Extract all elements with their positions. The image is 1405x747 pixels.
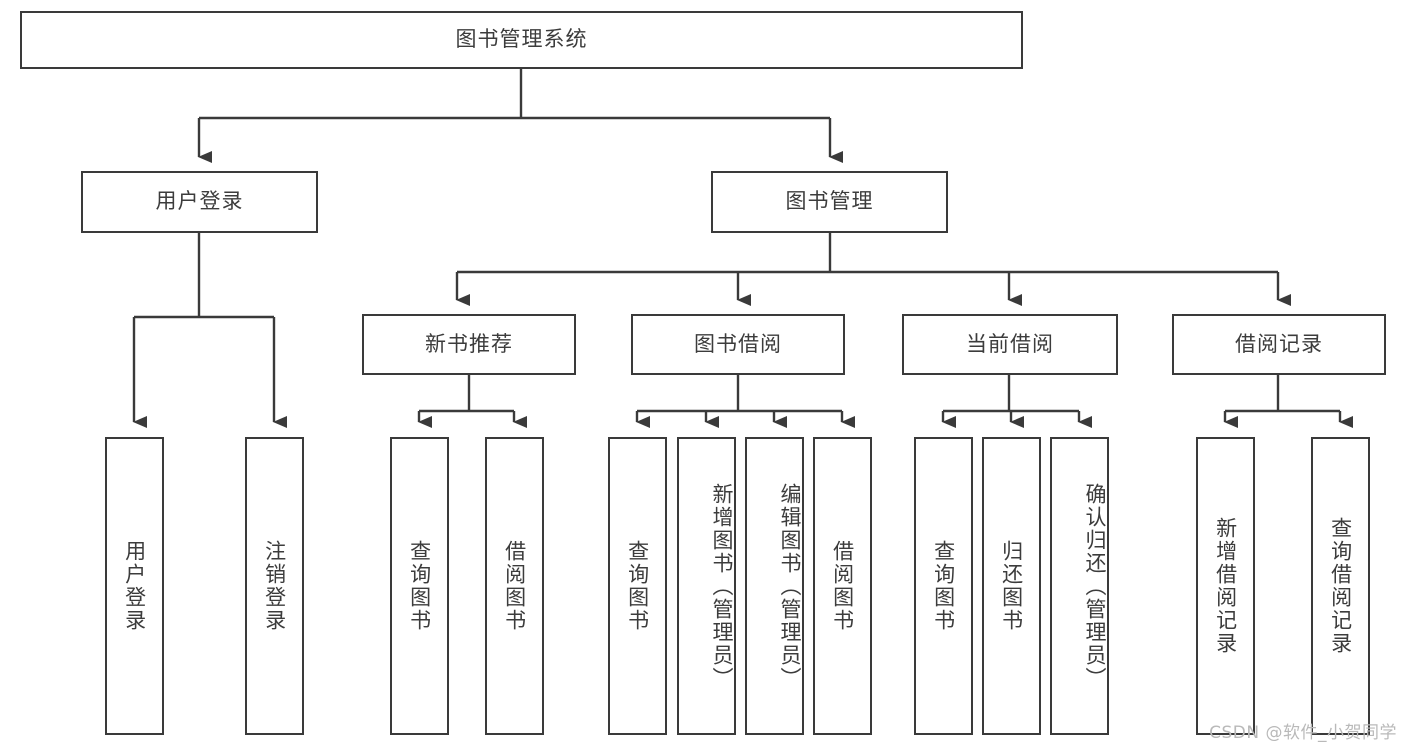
node-root-label: 图书管理系统	[455, 27, 588, 52]
leaf-node[interactable]: 借阅图书	[485, 437, 544, 735]
leaf-node[interactable]: 查询图书	[914, 437, 973, 735]
leaf-node-label: 新增借阅记录	[1213, 517, 1238, 655]
leaf-node-label: 借阅图书	[502, 540, 527, 632]
node-new-book-recommend-label: 新书推荐	[425, 331, 513, 356]
node-book-borrow-label: 图书借阅	[694, 331, 782, 356]
leaf-node-label: 归还图书	[999, 540, 1024, 632]
leaf-node[interactable]: 新增图书（管理员）	[677, 437, 736, 735]
leaf-node[interactable]: 编辑图书（管理员）	[745, 437, 804, 735]
leaf-node-label: 查询图书	[625, 540, 650, 632]
leaf-node-label: 新增图书（管理员）	[710, 482, 734, 690]
leaf-node[interactable]: 查询借阅记录	[1311, 437, 1370, 735]
node-current-borrow[interactable]: 当前借阅	[902, 314, 1118, 375]
leaf-node-label: 编辑图书（管理员）	[778, 482, 802, 690]
node-borrow-record-label: 借阅记录	[1235, 331, 1323, 356]
leaf-node-label: 用户登录	[122, 540, 147, 632]
node-book-borrow[interactable]: 图书借阅	[631, 314, 845, 375]
node-current-borrow-label: 当前借阅	[966, 331, 1054, 356]
node-user-login-label: 用户登录	[155, 189, 244, 214]
node-user-login[interactable]: 用户登录	[81, 171, 318, 233]
leaf-node[interactable]: 新增借阅记录	[1196, 437, 1255, 735]
leaf-node[interactable]: 确认归还（管理员）	[1050, 437, 1109, 735]
leaf-node-label: 确认归还（管理员）	[1083, 482, 1107, 690]
leaf-node[interactable]: 用户登录	[105, 437, 164, 735]
node-book-management-label: 图书管理	[785, 189, 874, 214]
leaf-node[interactable]: 查询图书	[608, 437, 667, 735]
leaf-node-label: 查询图书	[407, 540, 432, 632]
leaf-node-label: 借阅图书	[830, 540, 855, 632]
leaf-node[interactable]: 借阅图书	[813, 437, 872, 735]
node-new-book-recommend[interactable]: 新书推荐	[362, 314, 576, 375]
node-book-management[interactable]: 图书管理	[711, 171, 948, 233]
leaf-node-label: 注销登录	[262, 540, 287, 632]
node-borrow-record[interactable]: 借阅记录	[1172, 314, 1386, 375]
leaf-node[interactable]: 归还图书	[982, 437, 1041, 735]
leaf-node[interactable]: 注销登录	[245, 437, 304, 735]
leaf-node-label: 查询图书	[931, 540, 956, 632]
node-root[interactable]: 图书管理系统	[20, 11, 1023, 69]
leaf-node[interactable]: 查询图书	[390, 437, 449, 735]
leaf-node-label: 查询借阅记录	[1328, 517, 1353, 655]
